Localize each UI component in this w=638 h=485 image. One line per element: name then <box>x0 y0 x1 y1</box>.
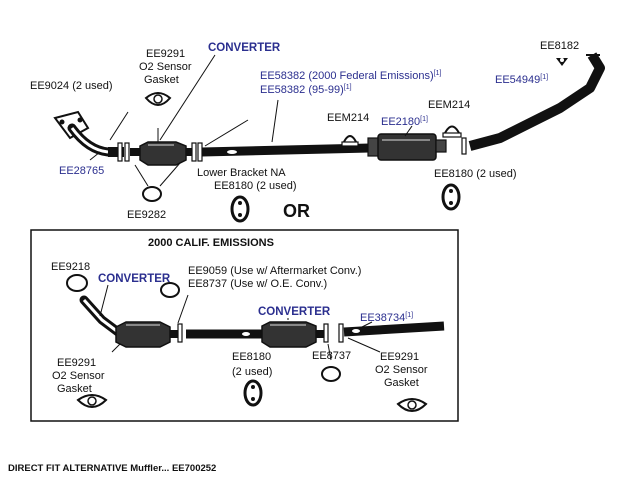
label-ee9059: EE9059 (Use w/ Aftermarket Conv.) <box>188 265 361 277</box>
label-box-gasket-right: Gasket <box>384 377 419 389</box>
hanger-ee8180-mid <box>230 195 250 223</box>
label-converter-left: CONVERTER <box>98 273 171 285</box>
label-box-ee9291-right: EE9291 <box>380 351 419 363</box>
label-ee8180-mid: EE8180 (2 used) <box>214 180 297 192</box>
label-converter-top: CONVERTER <box>208 42 281 54</box>
label-box-ee8180-used: (2 used) <box>232 366 272 378</box>
calif-box-title: 2000 CALIF. EMISSIONS <box>148 237 274 249</box>
clamp-right <box>442 125 462 138</box>
or-separator: OR <box>283 201 310 221</box>
box-front-pipe <box>79 295 123 337</box>
front-pipe <box>108 142 142 162</box>
diagram-caption: DIRECT FIT ALTERNATIVE Muffler... EE7002… <box>8 463 216 474</box>
label-ee8737-top: EE8737 (Use w/ O.E. Conv.) <box>188 278 327 290</box>
label-ee28765: EE28765 <box>59 165 104 177</box>
label-ee54949: EE54949[1] <box>495 74 548 86</box>
label-ee38734-text: EE38734 <box>360 312 405 324</box>
box-right-pipe <box>316 321 445 343</box>
label-ee58382-federal: EE58382 (2000 Federal Emissions)[1] <box>260 70 441 82</box>
box-mid-pipe <box>186 329 264 339</box>
label-box-ee8180: EE8180 <box>232 351 271 363</box>
label-ee58382-federal-text: EE58382 (2000 Federal Emissions) <box>260 70 434 82</box>
label-converter-mid: CONVERTER <box>258 306 331 318</box>
o2-gasket-box-left <box>76 394 108 408</box>
label-box-o2-right: O2 Sensor <box>375 364 428 376</box>
label-ee8182: EE8182 <box>540 40 579 52</box>
label-ee9291-gasket: Gasket <box>144 74 179 86</box>
box-converter-mid <box>261 321 317 348</box>
label-ee38734: EE38734[1] <box>360 312 413 324</box>
ring-ee9218 <box>66 274 88 292</box>
label-box-gasket-left: Gasket <box>57 383 92 395</box>
label-ee2180: EE2180[1] <box>381 116 428 128</box>
catalytic-converter <box>139 141 187 166</box>
hanger-ee8180-right <box>441 183 461 211</box>
leader-lines-top <box>89 54 413 187</box>
ring-gasket-ee9282 <box>142 186 162 202</box>
tailpipe <box>461 52 605 155</box>
o2-gasket-top <box>144 92 172 106</box>
leader-lines-box <box>99 284 381 361</box>
box-converter-left <box>115 321 183 348</box>
intermediate-pipe <box>186 142 371 162</box>
label-ee9291-desc: O2 Sensor <box>139 61 192 73</box>
calif-emissions-box <box>30 229 459 422</box>
label-ee58382-95-99: EE58382 (95-99)[1] <box>260 84 352 96</box>
o2-gasket-box-right <box>396 398 428 412</box>
box-hanger-ee8180 <box>243 379 263 407</box>
label-box-ee9291-left: EE9291 <box>57 357 96 369</box>
label-ee58382-federal-sup: [1] <box>434 70 442 77</box>
label-ee9218: EE9218 <box>51 261 90 273</box>
label-ee58382-95-99-sup: [1] <box>344 84 352 91</box>
label-ee2180-text: EE2180 <box>381 116 420 128</box>
label-lower-bracket: Lower Bracket NA <box>197 167 286 179</box>
ring-ee8737-bottom <box>321 366 341 382</box>
label-ee54949-text: EE54949 <box>495 74 540 86</box>
label-eem214-right: EEM214 <box>428 99 470 111</box>
ring-ee9059 <box>160 282 180 298</box>
clamp-left <box>341 135 359 147</box>
label-ee58382-95-99-text: EE58382 (95-99) <box>260 84 344 96</box>
label-ee9024: EE9024 (2 used) <box>30 80 113 92</box>
hanger-ee8182 <box>556 58 568 66</box>
muffler <box>367 133 447 161</box>
label-box-ee8737: EE8737 <box>312 350 351 362</box>
manifold-flange <box>53 110 113 157</box>
label-ee54949-sup: [1] <box>540 74 548 81</box>
label-ee38734-sup: [1] <box>405 312 413 319</box>
label-ee8180-right: EE8180 (2 used) <box>434 168 517 180</box>
label-box-o2-left: O2 Sensor <box>52 370 105 382</box>
label-ee9282: EE9282 <box>127 209 166 221</box>
label-eem214-left: EEM214 <box>327 112 369 124</box>
label-ee9291-part: EE9291 <box>146 48 185 60</box>
label-ee2180-sup: [1] <box>420 116 428 123</box>
